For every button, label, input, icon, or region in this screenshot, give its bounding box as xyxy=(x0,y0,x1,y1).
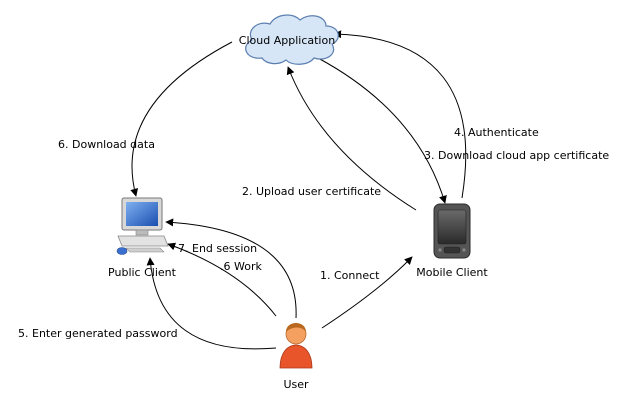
label-authenticate: 4. Authenticate xyxy=(454,126,539,139)
edges xyxy=(130,30,467,350)
public-client-label: Public Client xyxy=(108,266,177,279)
edge-end-session xyxy=(165,218,297,319)
mobile-phone-icon xyxy=(433,203,471,259)
desktop-computer-icon xyxy=(116,197,169,255)
label-work: .6 Work xyxy=(220,260,262,273)
edge-labels: 6. Download data 4. Authenticate 3. Down… xyxy=(18,126,609,340)
edge-download-data xyxy=(130,41,233,197)
user-label: User xyxy=(283,378,309,391)
edge-enter-password xyxy=(146,257,277,350)
public-client-node: Public Client xyxy=(108,197,177,279)
cloud-application-label: Cloud Application xyxy=(239,34,335,47)
cloud-icon xyxy=(245,14,339,65)
mobile-client-node: Mobile Client xyxy=(416,203,488,279)
label-upload-user-cert: 2. Upload user certificate xyxy=(242,185,381,198)
edge-download-cloud-cert xyxy=(317,57,447,204)
edge-work xyxy=(167,242,277,317)
label-enter-password: 5. Enter generated password xyxy=(18,327,178,340)
label-download-cloud-cert: 3. Download cloud app certificate xyxy=(424,149,609,162)
label-download-data: 6. Download data xyxy=(58,138,155,151)
mobile-client-label: Mobile Client xyxy=(416,266,488,279)
label-end-session: 7. End session xyxy=(178,242,257,255)
user-node: User xyxy=(279,323,313,391)
edge-authenticate xyxy=(333,30,467,199)
user-icon xyxy=(279,323,313,369)
cloud-application-node: Cloud Application xyxy=(239,14,339,65)
edge-connect xyxy=(321,256,413,329)
edge-upload-user-cert xyxy=(286,66,417,211)
label-connect: 1. Connect xyxy=(320,269,380,282)
